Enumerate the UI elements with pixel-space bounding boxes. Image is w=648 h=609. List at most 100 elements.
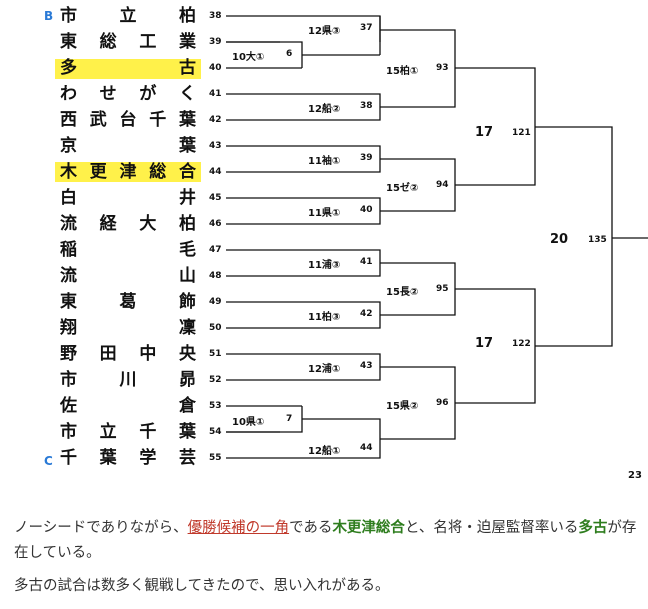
team-name-char: 葉 xyxy=(179,136,196,156)
game-number-41: 41 xyxy=(360,257,373,267)
caption-text: である xyxy=(289,520,333,536)
team-name-char: 市 xyxy=(60,370,77,390)
team-name-tako: 多古 xyxy=(578,520,608,536)
team-name: 白井 xyxy=(60,186,196,210)
caption-paragraph-1: ノーシードでありながら、優勝候補の一角である木更津総合と、名将・迫屋監督率いる多… xyxy=(14,516,638,566)
team-name: 多古 xyxy=(60,56,196,80)
team-name-char: 大 xyxy=(139,214,157,234)
team-name-char: く xyxy=(178,84,196,104)
team-number: 46 xyxy=(209,219,222,229)
team-row: 市立千葉 xyxy=(60,420,200,444)
team-name: 千葉学芸 xyxy=(60,446,196,470)
favorite-link[interactable]: 優勝候補の一角 xyxy=(187,520,290,536)
team-number: 47 xyxy=(209,245,222,255)
team-row: 白井 xyxy=(60,186,200,210)
team-row: 西武台千葉 xyxy=(60,108,200,132)
team-name: 京葉 xyxy=(60,134,196,158)
game-number-96: 96 xyxy=(436,398,449,408)
team-row: 流経大柏 xyxy=(60,212,200,236)
team-number: 53 xyxy=(209,401,222,411)
team-row: 市立柏 xyxy=(60,4,200,28)
team-name-char: 千 xyxy=(139,422,157,442)
team-row: 市川昴 xyxy=(60,368,200,392)
team-name-char: 市 xyxy=(60,6,77,26)
team-number: 52 xyxy=(209,375,222,385)
score-122: 17 xyxy=(475,336,494,351)
team-name-char: 京 xyxy=(60,136,77,156)
team-name-char: 佐 xyxy=(60,396,77,416)
team-name-char: が xyxy=(139,84,157,104)
team-name: 稲毛 xyxy=(60,238,196,262)
game-number-23: 23 xyxy=(628,470,642,481)
team-name-char: 白 xyxy=(60,188,77,208)
team-number: 51 xyxy=(209,349,222,359)
team-name-char: 立 xyxy=(119,6,137,26)
team-number: 44 xyxy=(209,167,222,177)
team-name-char: 流 xyxy=(60,214,77,234)
team-name: 流山 xyxy=(60,264,196,288)
team-name-char: 工 xyxy=(139,32,157,52)
team-name-char: 更 xyxy=(89,162,107,182)
team-name-char: 川 xyxy=(119,370,137,390)
team-name-char: 古 xyxy=(179,58,196,78)
team-name-char: 西 xyxy=(60,110,77,130)
game-number-121: 121 xyxy=(512,128,531,138)
match-label-7: 10県① xyxy=(232,417,265,428)
team-number: 39 xyxy=(209,37,222,47)
article-caption: ノーシードでありながら、優勝候補の一角である木更津総合と、名将・迫屋監督率いる多… xyxy=(14,516,638,607)
match-label-42: 11柏③ xyxy=(308,312,341,323)
team-name-char: せ xyxy=(99,84,117,104)
team-name-char: 市 xyxy=(60,422,77,442)
block-label-c: C xyxy=(44,454,53,468)
team-name-char: 総 xyxy=(149,162,167,182)
team-name: 西武台千葉 xyxy=(60,108,196,132)
team-name-char: 立 xyxy=(99,422,117,442)
team-row: 流山 xyxy=(60,264,200,288)
team-name: 木更津総合 xyxy=(60,160,196,184)
team-name-char: 倉 xyxy=(179,396,196,416)
team-name-char: わ xyxy=(60,84,77,104)
match-label-41: 11浦③ xyxy=(308,260,341,271)
team-name-char: 葉 xyxy=(178,422,196,442)
team-name: 市川昴 xyxy=(60,368,196,392)
team-number: 50 xyxy=(209,323,222,333)
team-name-char: 学 xyxy=(139,448,157,468)
team-name-char: 東 xyxy=(60,32,77,52)
team-name-char: 稲 xyxy=(60,240,77,260)
team-row: 翔凜 xyxy=(60,316,200,340)
team-row: 野田中央 xyxy=(60,342,200,366)
team-name-char: 芸 xyxy=(178,448,196,468)
match-label-38: 12船② xyxy=(308,104,341,115)
team-number: 40 xyxy=(209,63,222,73)
team-number: 48 xyxy=(209,271,222,281)
team-name: 野田中央 xyxy=(60,342,196,366)
team-name-kisarazu: 木更津総合 xyxy=(332,520,405,536)
team-name-char: 凜 xyxy=(179,318,196,338)
team-name-char: 葉 xyxy=(99,448,117,468)
game-number-122: 122 xyxy=(512,339,531,349)
game-number-94: 94 xyxy=(436,180,449,190)
caption-paragraph-2: 多古の試合は数多く観戦してきたので、思い入れがある。 xyxy=(14,578,390,594)
team-name: 市立柏 xyxy=(60,4,196,28)
caption-text: が存在している。 xyxy=(14,520,637,561)
game-number-43: 43 xyxy=(360,361,373,371)
team-row: 佐倉 xyxy=(60,394,200,418)
team-name: 東総工業 xyxy=(60,30,196,54)
team-name-char: 多 xyxy=(60,58,77,78)
team-row: 多古 xyxy=(60,56,200,80)
team-number: 42 xyxy=(209,115,222,125)
game-number-7: 7 xyxy=(286,414,293,424)
team-name-char: 木 xyxy=(60,162,77,182)
team-name-char: 中 xyxy=(139,344,157,364)
game-number-37: 37 xyxy=(360,23,373,33)
game-number-93: 93 xyxy=(436,63,449,73)
team-name: わせがく xyxy=(60,82,196,106)
team-row: 木更津総合 xyxy=(60,160,200,184)
team-name-char: 千 xyxy=(149,110,167,130)
team-name: 佐倉 xyxy=(60,394,196,418)
team-number: 43 xyxy=(209,141,222,151)
team-row: 稲毛 xyxy=(60,238,200,262)
match-label-94: 15ゼ② xyxy=(386,183,419,194)
game-number-39: 39 xyxy=(360,153,373,163)
